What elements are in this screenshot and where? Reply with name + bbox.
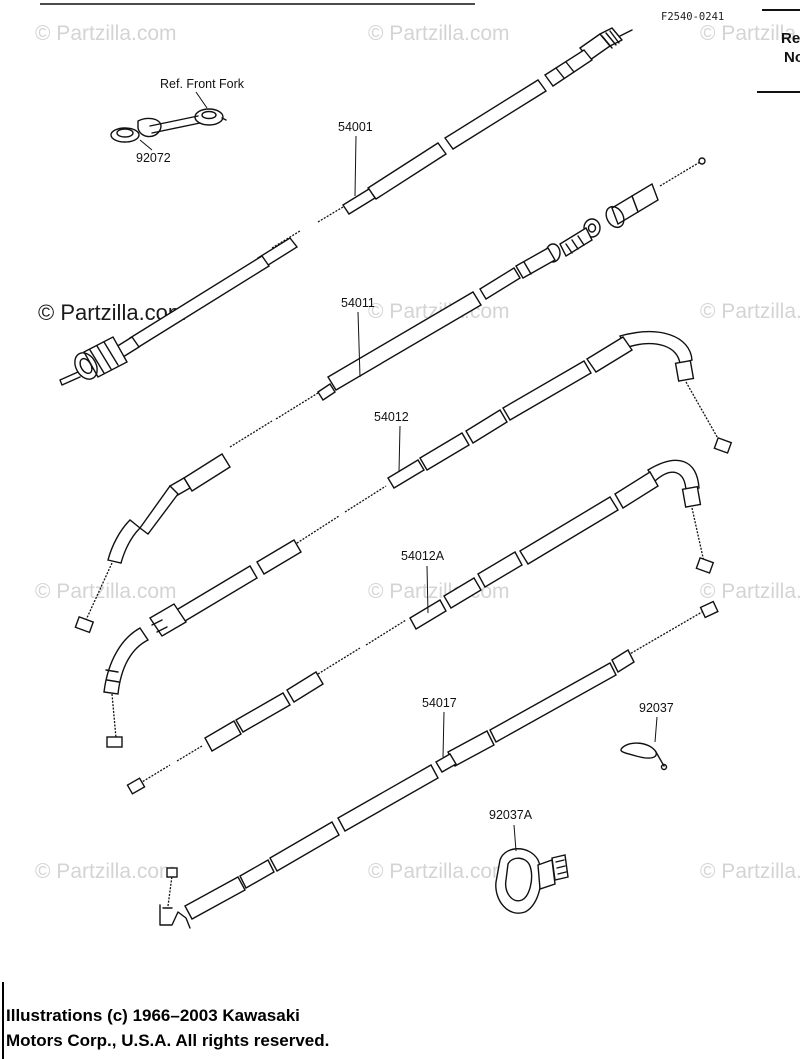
watermark: © Partzilla.com [368, 22, 510, 45]
leader-line [357, 311, 361, 378]
leader-line [195, 91, 208, 109]
leader-line [513, 824, 517, 852]
part-92037A-clamp[interactable] [495, 848, 569, 914]
part-label-92072[interactable]: 92072 [136, 151, 171, 165]
copyright-line-2: Motors Corp., U.S.A. All rights reserved… [6, 1031, 330, 1050]
part-label-54017[interactable]: 54017 [422, 696, 457, 710]
part-label-92037[interactable]: 92037 [639, 701, 674, 715]
part-label-54011[interactable]: 54011 [341, 296, 375, 310]
part-label-54012A[interactable]: 54012A [401, 549, 445, 563]
part-label-54012[interactable]: 54012 [374, 410, 409, 424]
part-54017-cable[interactable] [159, 600, 719, 929]
part-54012A-cable[interactable] [126, 459, 715, 795]
watermark: © Partzilla.com [700, 300, 800, 323]
part-54012-cable[interactable] [103, 331, 733, 748]
reference-note: Ref. Front Fork [160, 77, 245, 91]
watermark: © Partzilla.com [368, 860, 510, 883]
copyright-notice: Illustrations (c) 1966–2003 Kawasaki Mot… [6, 1003, 329, 1053]
leader-line [139, 139, 153, 151]
part-54001-cable[interactable] [59, 27, 633, 386]
part-54011-cable[interactable] [74, 157, 706, 634]
leader-line [398, 425, 401, 473]
watermarks: © Partzilla.com © Partzilla.com © Partzi… [35, 22, 800, 883]
watermark: © Partzilla.com [35, 22, 177, 45]
watermark: © Partzilla.com [700, 860, 800, 883]
leader-line [654, 716, 658, 743]
leader-line [354, 135, 357, 197]
watermark: © Partzilla.com [700, 580, 800, 603]
part-label-54001[interactable]: 54001 [338, 120, 373, 134]
header-fragment-2: No [784, 49, 800, 66]
watermark: © Partzilla.com [35, 860, 177, 883]
leader-line [426, 565, 429, 614]
part-92037-band[interactable] [620, 742, 668, 771]
diagram-code: F2540-0241 [661, 11, 724, 23]
part-label-92037A[interactable]: 92037A [489, 808, 533, 822]
leader-line [442, 711, 445, 758]
watermark: © Partzilla.com [35, 580, 177, 603]
header-fragment-1: Re [781, 30, 800, 47]
part-92072-bracket[interactable] [110, 108, 227, 143]
copyright-line-1: Illustrations (c) 1966–2003 Kawasaki [6, 1006, 300, 1025]
watermark: © Partzilla.com [700, 22, 800, 45]
copyright-bar [2, 982, 4, 1059]
